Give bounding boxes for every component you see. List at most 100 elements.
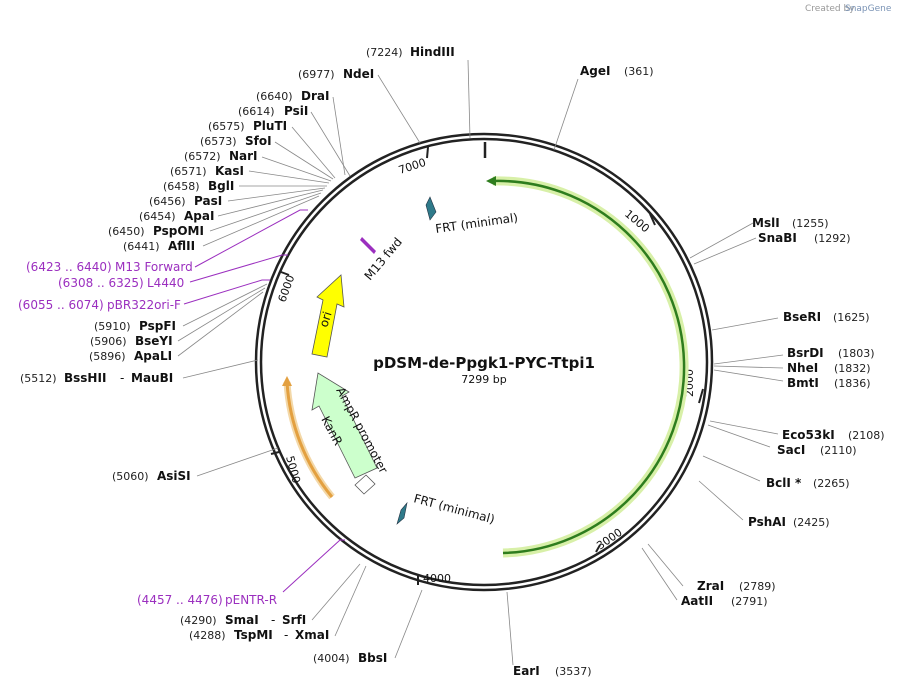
tick-label: 5000 <box>283 454 303 484</box>
site-pos: (2425) <box>793 516 830 529</box>
backbone-inner <box>259 137 709 587</box>
plasmid-name: pDSM-de-Ppgk1-PYC-Ttpi1 <box>373 354 595 372</box>
site-name: SfoI <box>245 134 272 148</box>
site-pos: (7224) <box>366 46 403 59</box>
site-name: BssHII <box>64 371 106 385</box>
site-name: EarI <box>513 664 540 678</box>
site-pos: (6572) <box>184 150 221 163</box>
site-name: BbsI <box>358 651 387 665</box>
site-name: AflII <box>168 239 195 253</box>
ampr-promoter-feature <box>354 474 376 495</box>
site-pos: (6575) <box>208 120 245 133</box>
promoter-arrowhead <box>282 376 292 386</box>
site-pos: (2265) <box>813 477 850 490</box>
site-pos: (6614) <box>238 105 275 118</box>
plasmid-length: 7299 bp <box>461 373 506 386</box>
site-name: HindIII <box>410 45 455 59</box>
site-name: BseRI <box>783 310 821 324</box>
site-name: PspOMI <box>153 224 204 238</box>
site-name: NheI <box>787 361 818 375</box>
site-name: BglI <box>208 179 234 193</box>
tick-label: 6000 <box>276 273 298 304</box>
primer-range: (6055 .. 6074) <box>18 298 104 312</box>
site-pos: (6450) <box>108 225 145 238</box>
site-name: BmtI <box>787 376 819 390</box>
site-name: MslI <box>752 216 780 230</box>
site-pos: (1292) <box>814 232 851 245</box>
site-name: PshAI <box>748 515 786 529</box>
m13-fwd-feature <box>360 237 376 254</box>
primer-range: (6423 .. 6440) <box>26 260 112 274</box>
site-pos: (6573) <box>200 135 237 148</box>
orf-arrowhead <box>486 176 496 186</box>
primer-range: (4457 .. 4476) <box>137 593 223 607</box>
site-name: SmaI <box>225 613 259 627</box>
site-pos: (6454) <box>139 210 176 223</box>
site-name: SnaBI <box>758 231 797 245</box>
primer-leaders <box>183 209 345 593</box>
site-pos: (4288) <box>189 629 226 642</box>
snapgene-logo: SnapGene <box>845 4 892 14</box>
primer-range: (6308 .. 6325) <box>58 276 144 290</box>
site-pos: (6441) <box>123 240 160 253</box>
site-name: AatII <box>681 594 713 608</box>
site-pos: (6458) <box>163 180 200 193</box>
site-pos: (6456) <box>149 195 186 208</box>
site-separator: - <box>271 613 275 627</box>
site-name: ApaLI <box>134 349 172 363</box>
site-pos: (4290) <box>180 614 217 627</box>
site-name: PspFI <box>139 319 176 333</box>
frt-bottom-feature <box>396 501 408 525</box>
site-name: NarI <box>229 149 258 163</box>
ori-label: ori <box>317 310 335 329</box>
site-pos: (5906) <box>90 335 127 348</box>
site-name: DraI <box>301 89 329 103</box>
site-name: Eco53kI <box>782 428 835 442</box>
site-separator: - <box>120 371 124 385</box>
site-pos: (5060) <box>112 470 149 483</box>
site-pos: (6977) <box>298 68 335 81</box>
tick-label: 7000 <box>397 156 428 177</box>
primer-name: pENTR-R <box>225 593 277 607</box>
site-name: NdeI <box>343 67 374 81</box>
site-pos: (2110) <box>820 444 857 457</box>
primer-name: M13 Forward <box>115 260 193 274</box>
frt-top-label: FRT (minimal) <box>434 211 518 236</box>
site-name: TspMI <box>234 628 273 642</box>
site-pos: (5512) <box>20 372 57 385</box>
site-pos: (1832) <box>834 362 871 375</box>
promoter-arc <box>285 381 334 498</box>
backbone-outer <box>254 132 714 592</box>
site-name: PsiI <box>284 104 308 118</box>
orf-arc <box>492 179 686 555</box>
site-name: KasI <box>215 164 244 178</box>
kanr-feature <box>311 372 378 479</box>
site-name: AgeI <box>580 64 610 78</box>
site-name: PasI <box>194 194 222 208</box>
site-name: AsiSI <box>157 469 191 483</box>
credit-prefix: Created by <box>805 4 855 14</box>
site-pos: (361) <box>624 65 654 78</box>
site-pos: (6640) <box>256 90 293 103</box>
site-pos: (6571) <box>170 165 207 178</box>
site-pos: (4004) <box>313 652 350 665</box>
ori-feature <box>311 274 345 358</box>
site-pos: (5910) <box>94 320 131 333</box>
site-name: MauBI <box>131 371 173 385</box>
site-pos: (2789) <box>739 580 776 593</box>
site-name: SacI <box>777 443 805 457</box>
site-separator: - <box>284 628 288 642</box>
site-pos: (1255) <box>792 217 829 230</box>
frt-top-feature <box>425 196 437 221</box>
primer-name: L4440 <box>147 276 184 290</box>
site-name: ZraI <box>697 579 724 593</box>
tick-label: 3000 <box>594 526 624 553</box>
site-name: PluTI <box>253 119 287 133</box>
site-leaders <box>177 59 784 666</box>
frt-bottom-label: FRT (minimal) <box>412 491 496 526</box>
site-pos: (3537) <box>555 665 592 678</box>
site-name: XmaI <box>295 628 329 642</box>
tick-label: 4000 <box>423 572 451 585</box>
site-pos: (2791) <box>731 595 768 608</box>
